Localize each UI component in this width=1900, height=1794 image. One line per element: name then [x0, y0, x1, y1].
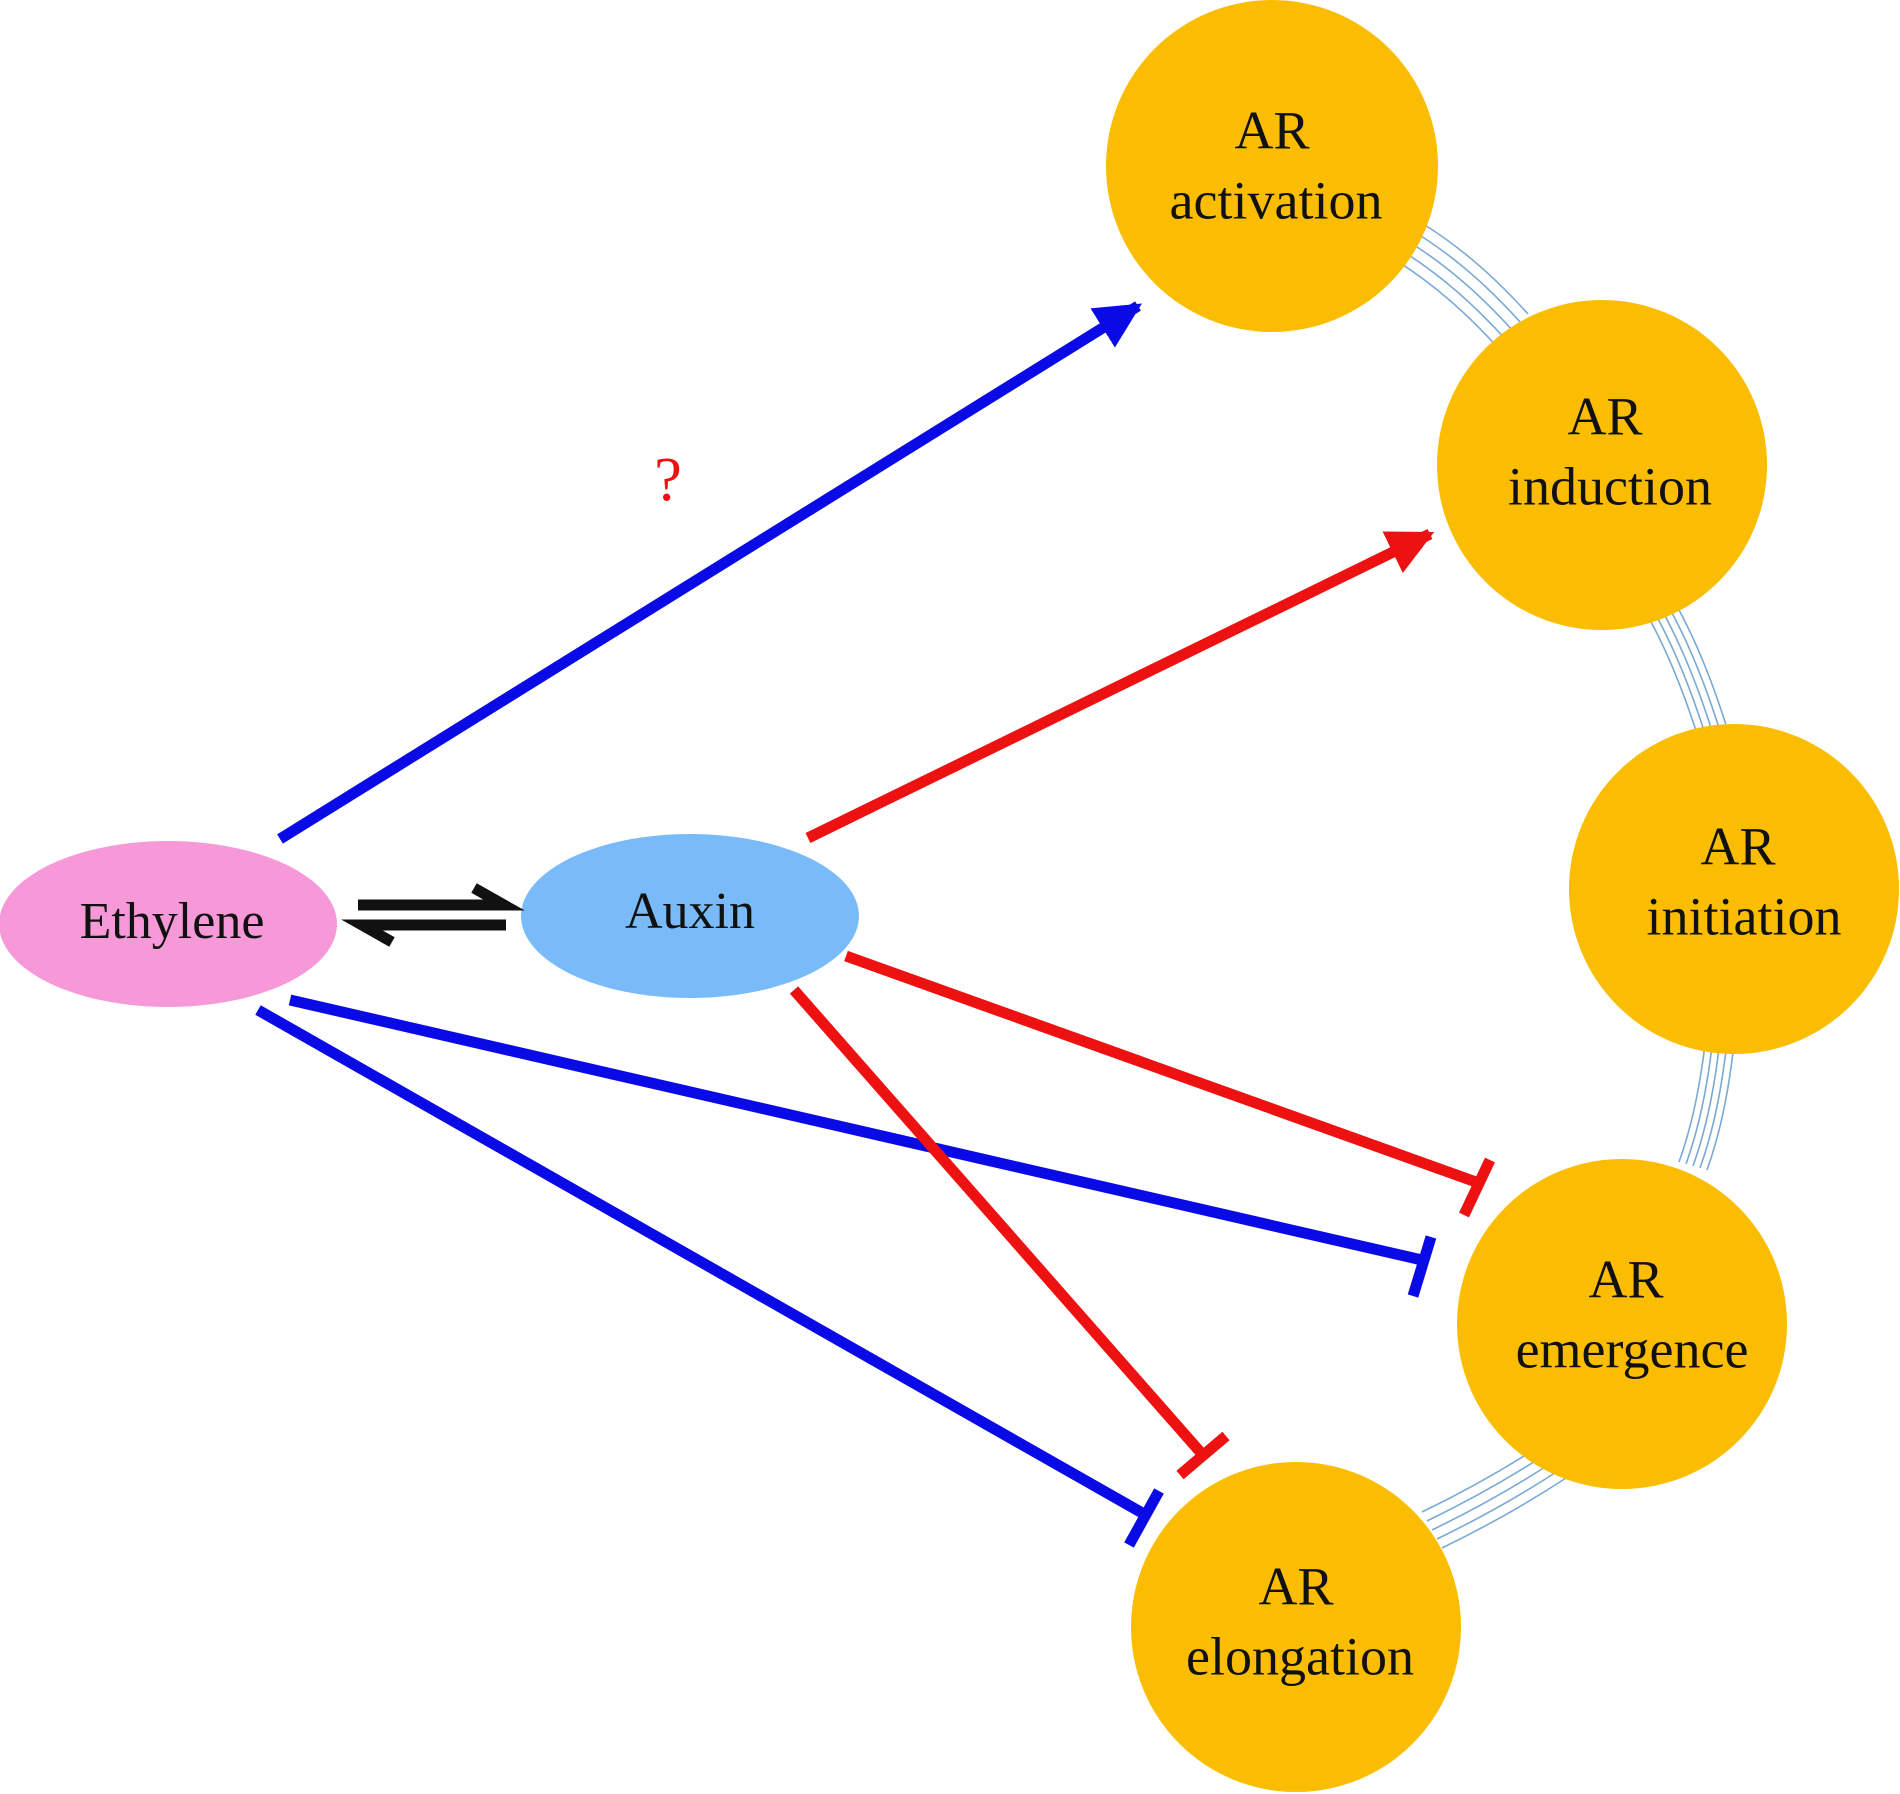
- stage-connectors: [1391, 221, 1734, 1549]
- stage-node-elongation: AR elongation: [1131, 1462, 1461, 1792]
- auxin-edges: [789, 529, 1495, 1480]
- stage-label-activation-line2: activation: [1170, 170, 1383, 230]
- stage-label-induction-line1: AR: [1567, 386, 1642, 446]
- inhibit-bar-auxin-emergence: [1459, 1157, 1495, 1218]
- edge-auxin-elongation: [789, 986, 1207, 1458]
- hormone-nodes: Ethylene Auxin: [0, 834, 859, 1007]
- edge-auxin-induction: [805, 529, 1435, 843]
- stage-label-emergence-line2: emergence: [1516, 1319, 1749, 1379]
- connector-initiation-emergence: [1678, 1043, 1734, 1171]
- stage-label-elongation-line2: elongation: [1186, 1626, 1414, 1686]
- edge-ethylene-activation: [277, 301, 1142, 844]
- inhibit-bar-auxin-elongation: [1176, 1431, 1230, 1480]
- stage-nodes: AR activation AR induction AR initiation…: [1106, 0, 1899, 1792]
- stage-label-initiation-line1: AR: [1700, 816, 1775, 876]
- stage-label-activation-line1: AR: [1234, 100, 1309, 160]
- stage-label-initiation-line2: initiation: [1647, 886, 1842, 946]
- inhibit-bar-ethylene-elongation: [1124, 1488, 1164, 1548]
- hormone-node-auxin: Auxin: [521, 834, 859, 998]
- reciprocal-edge: [341, 883, 525, 947]
- edge-ethylene-emergence: [288, 994, 1424, 1266]
- stage-label-emergence-line1: AR: [1588, 1249, 1663, 1309]
- stage-label-induction-line2: induction: [1508, 456, 1712, 516]
- stage-node-activation: AR activation: [1106, 0, 1438, 332]
- edge-auxin-to-ethylene: [341, 919, 506, 947]
- stage-node-induction: AR induction: [1437, 300, 1767, 630]
- hormone-node-ethylene: Ethylene: [0, 841, 337, 1007]
- edge-ethylene-to-auxin: [358, 883, 525, 911]
- ethylene-label: Ethylene: [80, 893, 265, 950]
- inhibit-bar-ethylene-emergence: [1407, 1235, 1437, 1298]
- auxin-label: Auxin: [625, 883, 755, 940]
- stage-node-initiation: AR initiation: [1569, 724, 1899, 1054]
- ethylene-edges: [255, 301, 1437, 1548]
- connector-induction-initiation: [1649, 607, 1728, 741]
- stage-node-emergence: AR emergence: [1457, 1159, 1787, 1489]
- stage-label-elongation-line1: AR: [1258, 1556, 1333, 1616]
- question-mark-annotation: ?: [654, 446, 682, 514]
- edge-auxin-emergence: [844, 950, 1478, 1188]
- edge-ethylene-elongation: [255, 1005, 1147, 1519]
